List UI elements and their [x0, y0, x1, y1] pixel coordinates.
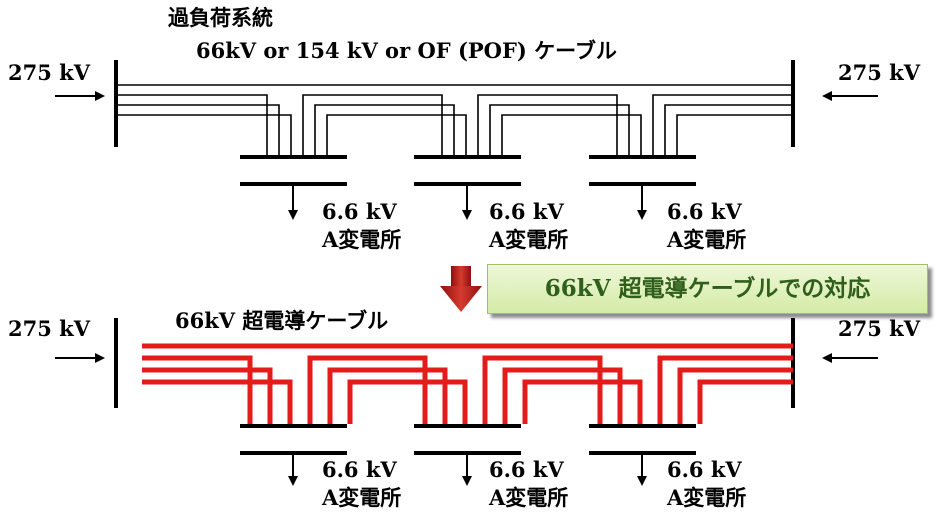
- bottom-load-1-name: A変電所: [321, 485, 401, 510]
- top-substation-1: 6.6 kV A変電所: [240, 155, 401, 252]
- bottom-source-right-label: 275 kV: [838, 316, 921, 341]
- top-load-3-name: A変電所: [666, 227, 746, 252]
- top-title-line1: 過負荷系統: [168, 5, 273, 30]
- bottom-substation-1: 6.6 kV A変電所: [240, 424, 401, 510]
- bottom-superconducting-cable-bundle: [142, 343, 793, 424]
- bottom-system: 66kV 超電導ケーブル 275 kV 275 kV: [8, 308, 921, 510]
- bottom-title: 66kV 超電導ケーブル: [175, 308, 388, 333]
- down-arrow-icon: [440, 266, 482, 312]
- bottom-substation-2: 6.6 kV A変電所: [414, 424, 568, 510]
- top-load-2-name: A変電所: [488, 227, 568, 252]
- top-load-1-name: A変電所: [321, 227, 401, 252]
- top-load-2-voltage: 6.6 kV: [489, 199, 564, 224]
- bottom-substation-3: 6.6 kV A変電所: [589, 424, 746, 510]
- load-arrow-icon: [637, 476, 647, 486]
- top-load-3-voltage: 6.6 kV: [667, 199, 742, 224]
- bottom-load-2-voltage: 6.6 kV: [489, 457, 564, 482]
- load-arrow-icon: [288, 476, 298, 486]
- top-source-left-label: 275 kV: [8, 60, 91, 85]
- load-arrow-icon: [462, 476, 472, 486]
- top-system: 過負荷系統 66kV or 154 kV or OF (POF) ケーブル 27…: [8, 5, 921, 252]
- bottom-source-left-label: 275 kV: [8, 316, 91, 341]
- bottom-source-right-arrow: [822, 353, 878, 363]
- top-source-right-label: 275 kV: [838, 60, 921, 85]
- top-load-1-voltage: 6.6 kV: [322, 199, 397, 224]
- bottom-load-3-voltage: 6.6 kV: [667, 457, 742, 482]
- bottom-load-2-name: A変電所: [488, 485, 568, 510]
- top-substation-3: 6.6 kV A変電所: [589, 155, 746, 252]
- top-title-line2: 66kV or 154 kV or OF (POF) ケーブル: [196, 38, 617, 63]
- bottom-load-1-voltage: 6.6 kV: [322, 457, 397, 482]
- load-arrow-icon: [637, 210, 647, 220]
- load-arrow-icon: [462, 210, 472, 220]
- bottom-load-3-name: A変電所: [666, 485, 746, 510]
- load-arrow-icon: [288, 210, 298, 220]
- top-source-left-arrow: [55, 91, 105, 101]
- bottom-source-left-arrow: [55, 353, 105, 363]
- top-source-right-arrow: [822, 91, 878, 101]
- top-substation-2: 6.6 kV A変電所: [414, 155, 568, 252]
- solution-banner: 66kV 超電導ケーブルでの対応: [487, 264, 928, 314]
- top-cable-bundle: [116, 84, 793, 155]
